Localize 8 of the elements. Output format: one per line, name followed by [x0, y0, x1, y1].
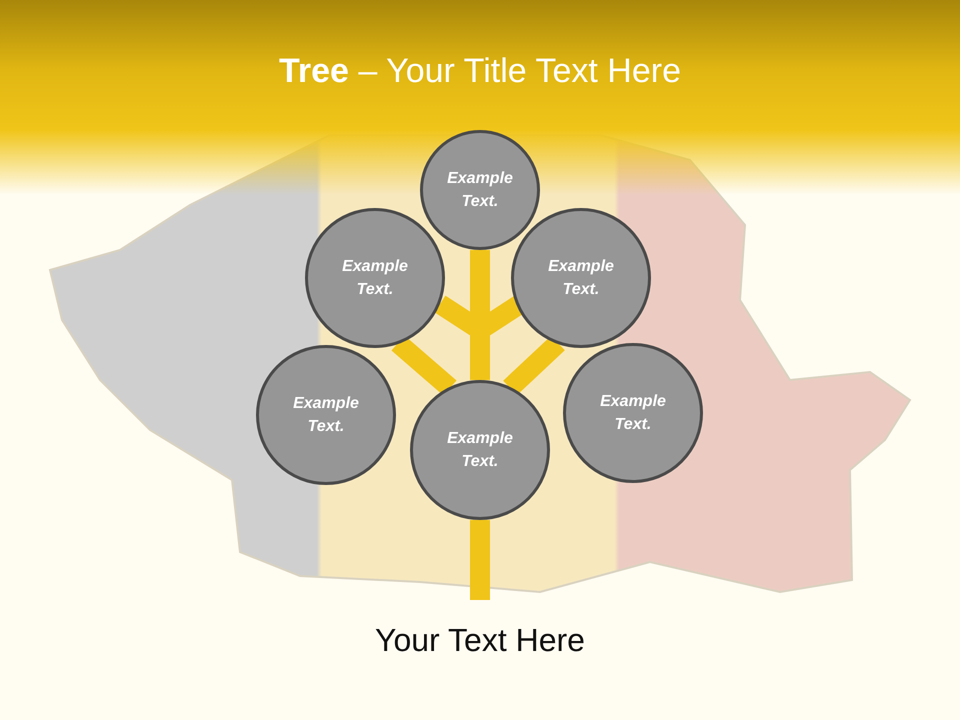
circle-text: Example Text.	[292, 394, 360, 437]
circle-text: Example Text.	[599, 392, 667, 435]
circle-text: Example Text.	[446, 169, 514, 212]
slide-title: Tree – Your Title Text Here	[279, 52, 681, 90]
circle-text: Example Text.	[446, 429, 514, 472]
circle-text: Example Text.	[341, 257, 409, 300]
circle-text: Example Text.	[547, 257, 615, 300]
subtitle-text: Your Text Here	[375, 622, 585, 658]
